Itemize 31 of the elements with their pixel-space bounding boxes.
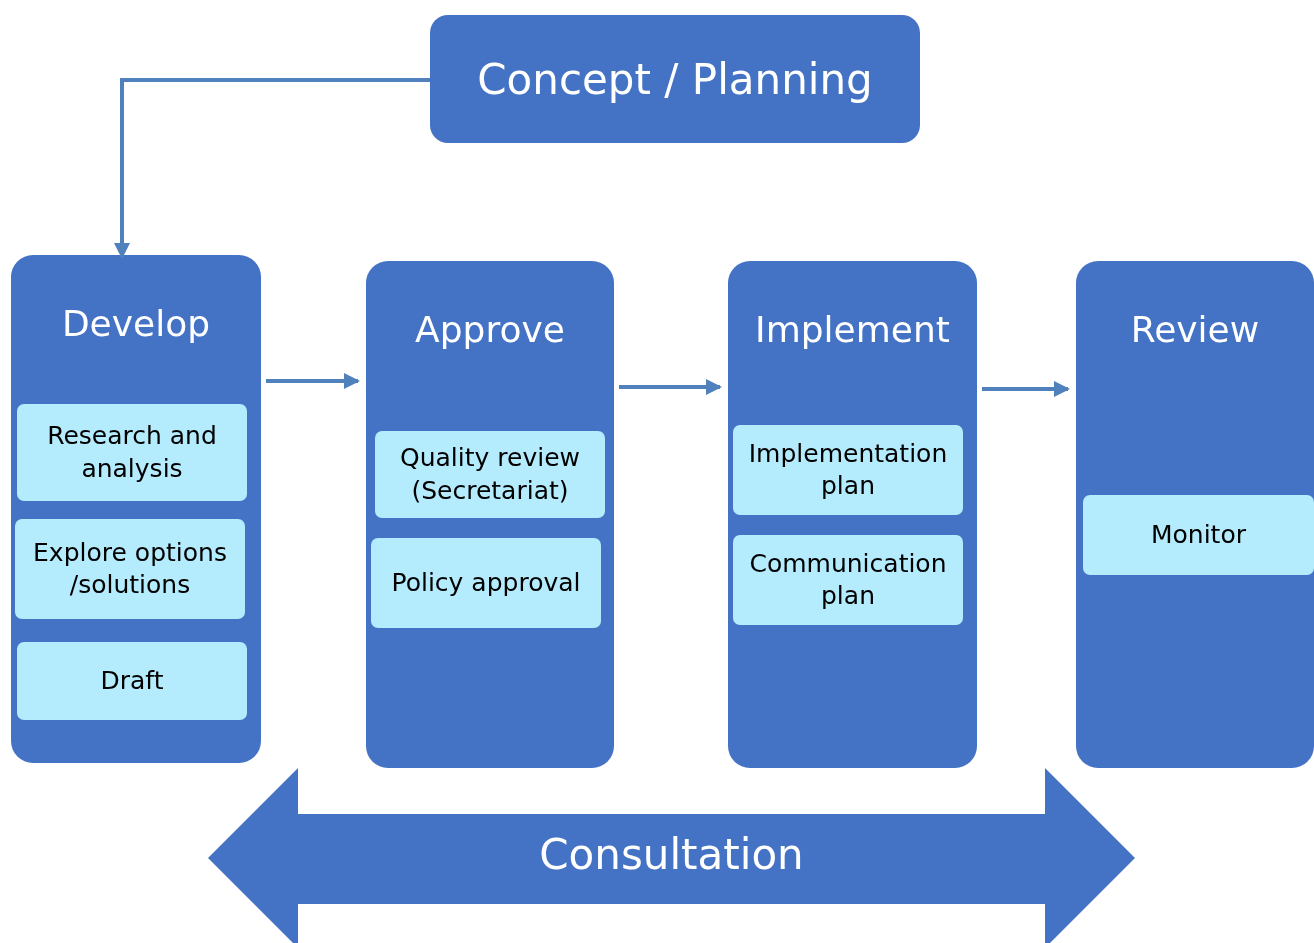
stage-panel [728, 261, 977, 768]
step-box [17, 404, 247, 501]
step-box [733, 535, 963, 625]
stage-panel [366, 261, 614, 768]
stage-panel [1076, 261, 1314, 768]
step-label: Draft [100, 664, 164, 697]
step-box [375, 431, 605, 518]
phase-box [430, 15, 920, 143]
step-label: Explore options /solutions [32, 536, 228, 601]
stage-heading: Review [1129, 309, 1261, 350]
step-label: Communication plan [748, 547, 948, 612]
stage-heading: Develop [60, 303, 212, 344]
arrow [114, 78, 430, 259]
stage-heading: Approve [414, 309, 566, 350]
phase-label: Concept / Planning [477, 54, 873, 104]
step-box [15, 519, 245, 619]
arrow [982, 381, 1070, 397]
step-label: Implementation plan [747, 437, 949, 502]
stage-panel [11, 255, 261, 763]
arrow [266, 373, 360, 389]
stage-heading: Implement [754, 309, 951, 350]
step-label: Policy approval [391, 566, 581, 599]
step-box [733, 425, 963, 515]
step-label: Research and analysis [46, 420, 218, 485]
arrow [619, 379, 722, 395]
step-label: Monitor [1150, 518, 1246, 551]
step-box [17, 642, 247, 720]
arrow-label: Consultation [538, 830, 805, 879]
step-box [371, 538, 601, 628]
step-label: Quality review (Secretariat) [399, 442, 581, 507]
step-box [1083, 495, 1314, 575]
